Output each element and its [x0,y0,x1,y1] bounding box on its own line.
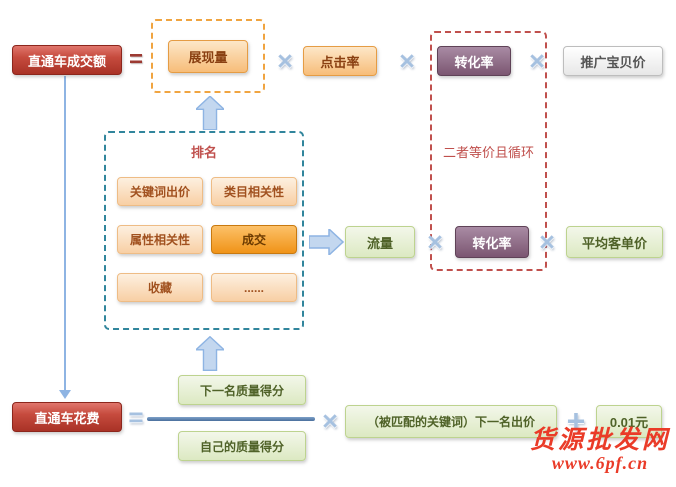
node-click-rate: 点击率 [303,46,377,76]
watermark: 货源批发网 www.6pf.cn [529,427,670,474]
ranking-item-keyword-bid: 关键词出价 [117,177,203,206]
multiply-operator: × [529,45,545,76]
node-conversion-rate-top: 转化率 [437,46,511,76]
right-arrow-icon [309,229,344,255]
multiply-operator: × [399,45,415,76]
conversion-loop-dashed-frame [430,31,547,271]
up-arrow-icon [196,96,224,130]
down-arrowhead-icon [59,390,71,399]
plus-operator: + [566,402,586,439]
vertical-connector-line [64,76,66,392]
watermark-site-name: 货源批发网 [529,427,670,454]
node-average-order-value: 平均客单价 [566,226,663,258]
ranking-title-label: 排名 [190,145,217,160]
multiply-operator: × [539,226,555,257]
multiply-operator: × [427,226,443,257]
node-conversion-rate-mid: 转化率 [455,226,529,258]
node-traffic: 流量 [345,226,415,258]
ranking-dashed-frame [104,131,304,330]
equals-operator: = [128,46,143,73]
multiply-operator: × [322,405,338,436]
node-next-rank-quality-score: 下一名质量得分 [178,375,306,405]
ranking-item-attribute-relevance: 属性相关性 [117,225,203,254]
node-next-rank-bid: （被匹配的关键词）下一名出价 [345,405,557,438]
node-own-quality-score: 自己的质量得分 [178,431,306,461]
equals-operator: = [128,401,144,432]
ranking-item-favorites: 收藏 [117,273,203,302]
node-promoted-item-price: 推广宝贝价 [563,46,663,76]
node-deal-amount: 直通车成交额 [12,45,122,75]
ranking-item-deals: 成交 [211,225,297,254]
up-arrow-icon [196,336,224,371]
node-increment-amount: 0.01元 [596,405,662,438]
node-ppc-cost: 直通车花费 [12,402,122,432]
multiply-operator: × [277,45,293,76]
watermark-url: www.6pf.cn [551,453,649,474]
ranking-item-category-relevance: 类目相关性 [211,177,297,206]
node-impressions: 展现量 [168,40,248,73]
ranking-item-ellipsis: ...... [211,273,297,302]
impressions-dashed-frame [151,19,265,93]
fraction-divider-line [147,417,315,421]
loop-note-label: 二者等价且循环 [442,145,534,160]
